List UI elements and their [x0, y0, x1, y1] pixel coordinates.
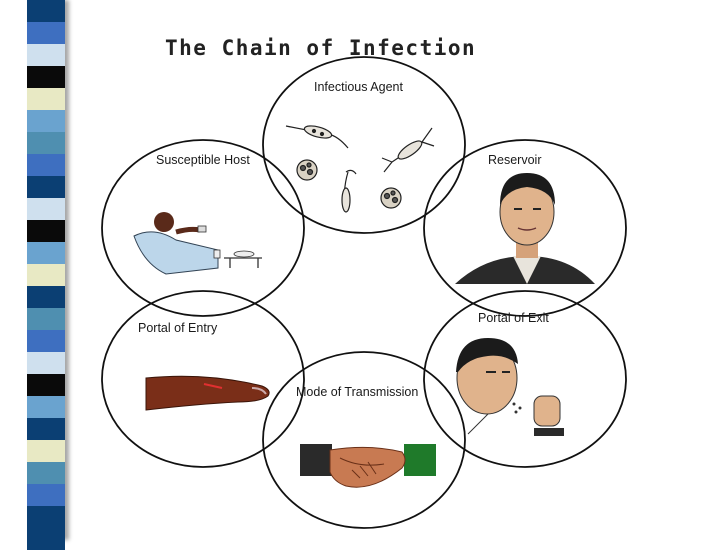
- strip-tile: [27, 286, 65, 308]
- strip-tile: [27, 506, 65, 528]
- strip-tile: [27, 22, 65, 44]
- strip-tile: [27, 44, 65, 66]
- coughing-man-illustration: [456, 338, 564, 436]
- circle-mode-of-transmission: [262, 351, 466, 529]
- circle-portal-of-entry: [101, 290, 305, 468]
- strip-tile: [27, 396, 65, 418]
- label-portal-of-exit: Portal of Exit: [478, 311, 549, 325]
- strip-tile: [27, 264, 65, 286]
- strip-tile: [27, 110, 65, 132]
- strip-tile: [27, 66, 65, 88]
- cut-finger-illustration: [145, 375, 270, 411]
- microbes-illustration: [285, 125, 435, 213]
- strip-tile: [27, 352, 65, 374]
- strip-tile: [27, 484, 65, 506]
- strip-tile: [27, 132, 65, 154]
- strip-tile: [27, 308, 65, 330]
- strip-tile: [27, 176, 65, 198]
- label-infectious-agent: Infectious Agent: [314, 80, 403, 94]
- strip-tile: [27, 462, 65, 484]
- cycle-circles: [101, 56, 627, 529]
- strip-tile: [27, 198, 65, 220]
- strip-tile: [27, 440, 65, 462]
- patient-in-bed-illustration: [133, 212, 262, 275]
- decorative-side-strip: [27, 0, 65, 550]
- label-portal-of-entry: Portal of Entry: [138, 321, 218, 335]
- man-portrait-illustration: [455, 173, 595, 284]
- strip-tile: [27, 374, 65, 396]
- circle-portal-of-exit: [423, 290, 627, 468]
- handshake-illustration: [300, 444, 436, 488]
- strip-tile: [27, 242, 65, 264]
- label-mode-of-transmission: Mode of Transmission: [296, 385, 419, 399]
- slide-title: The Chain of Infection: [165, 36, 477, 60]
- strip-tile: [27, 330, 65, 352]
- label-reservoir: Reservoir: [488, 153, 542, 167]
- strip-tile: [27, 0, 65, 22]
- circle-susceptible-host: [101, 139, 305, 317]
- circle-infectious-agent: [262, 56, 466, 234]
- strip-tile: [27, 220, 65, 242]
- strip-tile: [27, 88, 65, 110]
- strip-tile: [27, 154, 65, 176]
- circle-reservoir: [423, 139, 627, 317]
- strip-tile: [27, 418, 65, 440]
- label-susceptible-host: Susceptible Host: [156, 153, 250, 167]
